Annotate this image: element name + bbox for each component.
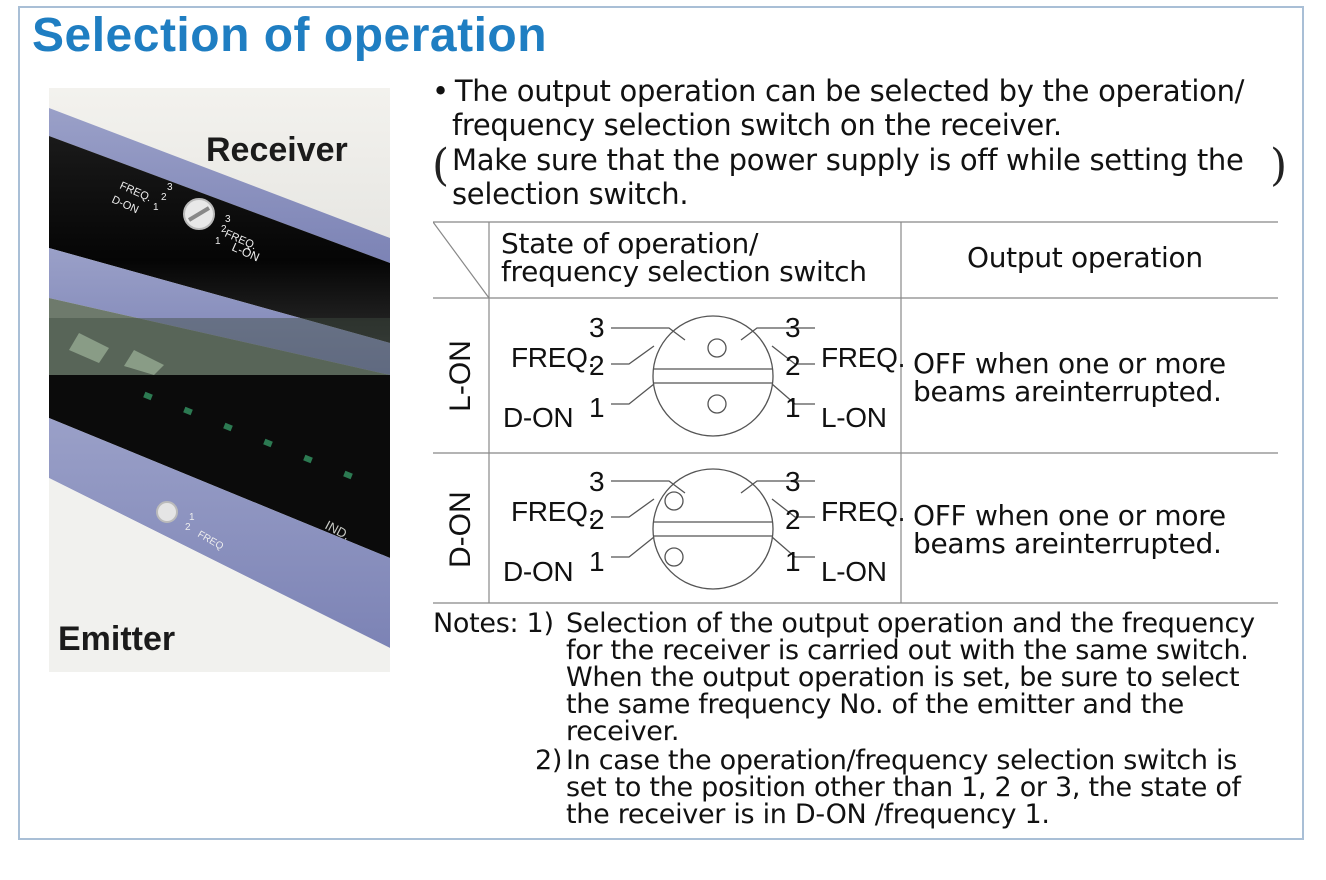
note1-line-2: for the receiver is carried out with the… (566, 635, 1249, 666)
row1-n1-right: 1 (785, 392, 801, 423)
operation-table: State of operation/ frequency selection … (433, 221, 1278, 604)
row2-n1-left: 1 (589, 546, 605, 577)
note1-line-1: Selection of the output operation and th… (566, 608, 1255, 639)
row1-n3-right: 3 (785, 312, 801, 343)
receiver-n1-left: 1 (153, 202, 159, 213)
row2-n2-right: 2 (785, 504, 801, 535)
row2-n3-left: 3 (589, 466, 605, 497)
note2-line-3: the receiver is in D-ON /frequency 1. (566, 799, 1050, 830)
emitter-n1-mark: 1 (189, 512, 195, 523)
row2-freq-left: FREQ. (511, 496, 596, 527)
close-paren: ) (1270, 140, 1288, 191)
row1-n2-left: 2 (589, 350, 605, 381)
intro-line-2: frequency selection switch on the receiv… (452, 108, 1062, 142)
note1-line-4: the same frequency No. of the emitter an… (566, 689, 1184, 720)
receiver-n3-left: 3 (167, 182, 173, 193)
note2-prefix: 2) (535, 745, 563, 776)
receiver-n3-right: 3 (225, 214, 231, 225)
header-state-line-2: frequency selection switch (501, 255, 867, 288)
row-label-lon: L-ON (444, 340, 477, 412)
row2-n3-right: 3 (785, 466, 801, 497)
row1-output-line-2: beams areinterrupted. (913, 375, 1222, 408)
emitter-label: Emitter (58, 620, 176, 658)
open-paren: ( (432, 140, 450, 191)
receiver-label: Receiver (206, 131, 348, 169)
intro-line-1: •The output operation can be selected by… (432, 74, 1244, 108)
row2-n2-left: 2 (589, 504, 605, 535)
receiver-n2-left: 2 (161, 192, 167, 203)
row2-freq-right: FREQ. (821, 496, 906, 527)
header-output: Output operation (967, 241, 1203, 274)
bullet-icon: • (432, 74, 449, 108)
product-photo: FREQ. D-ON FREQ. L-ON 3 2 1 3 2 1 1 2 FR… (49, 88, 390, 672)
row1-n2-right: 2 (785, 350, 801, 381)
page-title: Selection of operation (32, 9, 548, 62)
note1-line-5: receiver. (566, 716, 680, 747)
row2-output-line-1: OFF when one or more (913, 499, 1226, 532)
row1-n3-left: 3 (589, 312, 605, 343)
row2-don-left: D-ON (503, 556, 574, 587)
header-state-line-1: State of operation/ (501, 227, 759, 260)
row2-n1-right: 1 (785, 546, 801, 577)
notes-prefix: Notes: 1) (433, 608, 554, 639)
note1-line-3: When the output operation is set, be sur… (566, 662, 1240, 693)
intro-note-1: Make sure that the power supply is off w… (452, 143, 1244, 177)
row1-don-left: D-ON (503, 402, 574, 433)
row2-lon-right: L-ON (821, 556, 887, 587)
intro-note-2: selection switch. (452, 177, 689, 211)
row1-output-line-1: OFF when one or more (913, 347, 1226, 380)
row-label-don: D-ON (444, 491, 477, 568)
row1-lon-right: L-ON (821, 402, 887, 433)
receiver-n2-right: 2 (221, 224, 227, 235)
row2-output-line-2: beams areinterrupted. (913, 527, 1222, 560)
row1-freq-right: FREQ. (821, 342, 906, 373)
row1-freq-left: FREQ. (511, 342, 596, 373)
switch-diagram-don (611, 468, 815, 590)
receiver-n1-right: 1 (215, 236, 221, 247)
row1-n1-left: 1 (589, 392, 605, 423)
note2-line-1: In case the operation/frequency selectio… (566, 745, 1237, 776)
intro-text-1: The output operation can be selected by … (454, 74, 1245, 108)
note2-line-2: set to the position other than 1, 2 or 3… (566, 772, 1241, 803)
emitter-n2-mark: 2 (185, 522, 191, 533)
switch-diagram-lon (611, 315, 815, 437)
